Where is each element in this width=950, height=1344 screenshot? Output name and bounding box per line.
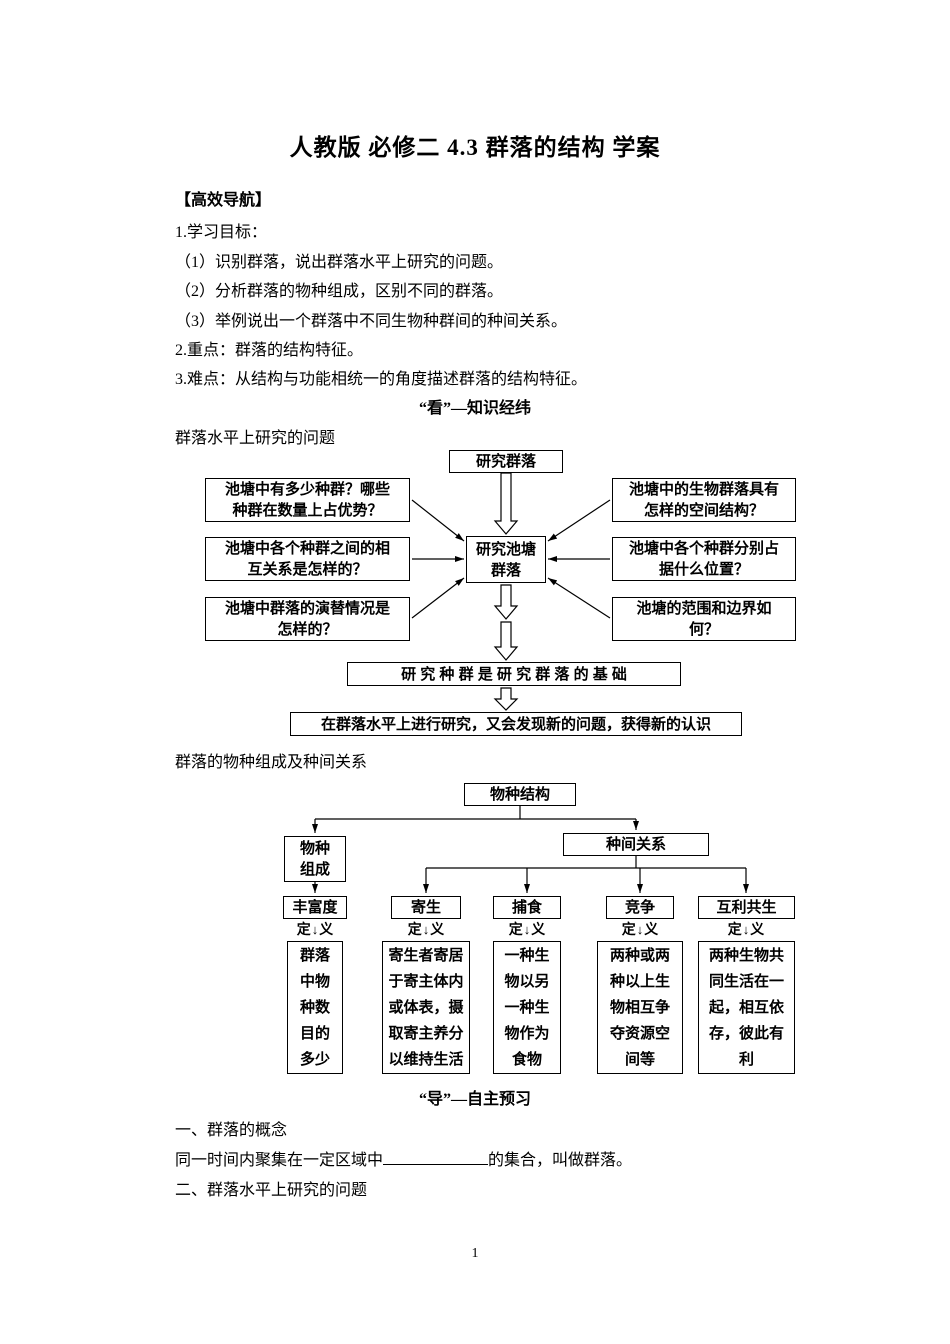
def-label-right: 义 [531, 921, 546, 937]
dao-line-concept-title: 一、群落的概念 [175, 1122, 288, 1139]
def-label-right: 义 [750, 921, 765, 937]
flow-box-left-2: 池塘中各个种群之间的相 互关系是怎样的？ [205, 537, 410, 581]
flow-box-parasitism: 寄生 [391, 896, 461, 919]
def-label-right: 义 [319, 921, 334, 937]
definition-label-predation: 定↓义 [497, 918, 557, 940]
guide-line-difficulty: 3.难点：从结构与功能相统一的角度描述群落的结构特征。 [175, 371, 588, 388]
flow-box-richness: 丰富度 [283, 896, 347, 919]
concept-text-post: 的集合，叫做群落。 [488, 1152, 633, 1169]
flow-box-right-2: 池塘中各个种群分别占 据什么位置？ [612, 537, 796, 581]
block-arrow-down-icon [493, 687, 519, 711]
block-arrow-down-icon [493, 621, 519, 661]
flow-box-mutualism: 互利共生 [698, 896, 795, 919]
definition-label-competition: 定↓义 [610, 918, 670, 940]
block-arrow-down-icon [493, 584, 519, 620]
kan-topic-2: 群落的物种组成及种间关系 [175, 754, 368, 771]
down-arrow-icon: ↓ [422, 921, 430, 937]
down-arrow-icon: ↓ [523, 921, 531, 937]
guide-line-objectives: 1.学习目标： [175, 224, 268, 241]
flow-box-conclusion-1: 研 究 种 群 是 研 究 群 落 的 基 础 [347, 662, 681, 686]
flow-box-left-1: 池塘中有多少种群？哪些 种群在数量上占优势？ [205, 478, 410, 522]
split-line-top [315, 806, 636, 820]
flow-box-right-3: 池塘的范围和边界如 何？ [612, 597, 796, 641]
guide-line-2: （2）分析群落的物种组成，区别不同的群落。 [175, 283, 504, 300]
guide-line-key: 2.重点：群落的结构特征。 [175, 342, 364, 359]
flow-box-right-1: 池塘中的生物群落具有 怎样的空间结构？ [612, 478, 796, 522]
page-number: 1 [471, 1246, 479, 1261]
down-arrow-icon: ↓ [636, 921, 644, 937]
flow-box-competition: 竞争 [606, 896, 674, 919]
dao-concept-sentence: 同一时间内聚集在一定区域中 的集合，叫做群落。 [175, 1146, 632, 1170]
arrow-left1-to-center [411, 499, 465, 542]
definition-box-competition: 两种或两 种以上生 物相互争 夺资源空 间等 [597, 941, 683, 1074]
definition-box-predation: 一种生 物以另 一种生 物作为 食物 [493, 941, 561, 1074]
guide-line-1: （1）识别群落，说出群落水平上研究的问题。 [175, 254, 504, 271]
concept-text-pre: 同一时间内聚集在一定区域中 [175, 1152, 384, 1169]
definition-box-richness: 群落 中物 种数 目的 多少 [287, 941, 343, 1074]
flow-box-species-structure: 物种结构 [464, 783, 576, 806]
def-label-left: 定 [727, 921, 742, 937]
guide-line-3: （3）举例说出一个群落中不同生物种群间的种间关系。 [175, 313, 568, 330]
definition-label-mutualism: 定↓义 [716, 918, 776, 940]
dao-heading: “导”—自主预习 [418, 1091, 531, 1108]
def-label-left: 定 [508, 921, 523, 937]
definition-label-parasitism: 定↓义 [396, 918, 456, 940]
def-label-left: 定 [621, 921, 636, 937]
guide-heading: 【高效导航】 [175, 192, 272, 209]
flow-box-left-3: 池塘中群落的演替情况是 怎样的？ [205, 597, 410, 641]
block-arrow-down-icon [493, 472, 519, 535]
split-line-interspecies [426, 856, 746, 869]
flow-box-research-community: 研究群落 [449, 450, 563, 473]
down-arrow-icon: ↓ [311, 921, 319, 937]
definition-label-richness: 定↓义 [285, 918, 345, 940]
flow-box-species-composition: 物种 组成 [284, 836, 346, 882]
kan-topic-1: 群落水平上研究的问题 [175, 430, 336, 447]
definition-box-parasitism: 寄生者寄居 于寄主体内 或体表，摄 取寄主养分 以维持生活 [382, 941, 470, 1074]
flow-box-predation: 捕食 [493, 896, 561, 919]
def-label-right: 义 [644, 921, 659, 937]
flow-box-interspecies-relations: 种间关系 [563, 833, 709, 856]
arrow-right3-to-center [547, 577, 611, 619]
arrow-left3-to-center [411, 577, 465, 619]
down-arrow-icon: ↓ [742, 921, 750, 937]
def-label-right: 义 [430, 921, 445, 937]
page-title: 人教版 必修二 4.3 群落的结构 学案 [289, 135, 661, 160]
def-label-left: 定 [296, 921, 311, 937]
fill-in-blank [383, 1149, 489, 1165]
def-label-left: 定 [407, 921, 422, 937]
arrow-right1-to-center [547, 499, 611, 542]
flow-box-research-pond-community: 研究池塘 群落 [466, 536, 546, 583]
definition-box-mutualism: 两种生物共 同生活在一 起，相互依 存，彼此有 利 [698, 941, 795, 1074]
kan-heading: “看”—知识经纬 [418, 400, 531, 417]
flow-box-conclusion-2: 在群落水平上进行研究，又会发现新的问题，获得新的认识 [290, 712, 742, 736]
dao-line-research-title: 二、群落水平上研究的问题 [175, 1182, 368, 1199]
